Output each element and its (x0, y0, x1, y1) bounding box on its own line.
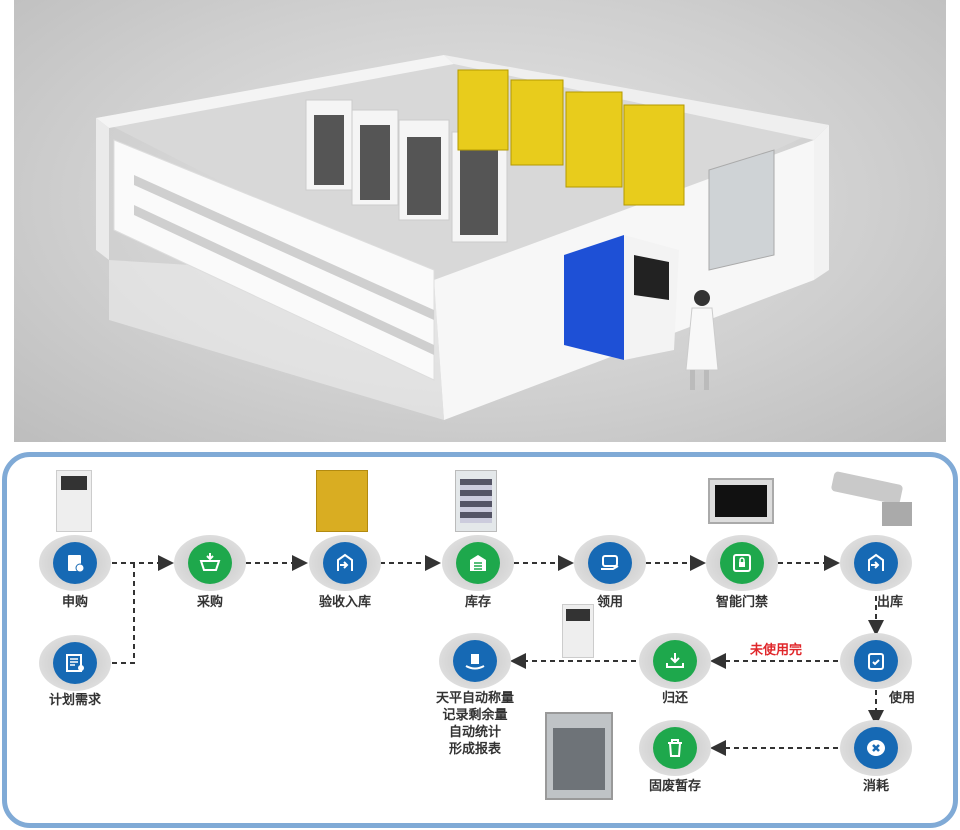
white-shelves (113, 139, 435, 381)
label-access-control: 智能门禁 (715, 595, 769, 610)
close-circle-icon (867, 740, 885, 756)
clipboard-check-icon (68, 555, 85, 573)
lab-3d-render (14, 0, 946, 442)
node-balance (439, 633, 511, 689)
node-inspect-store (309, 535, 381, 591)
trash-icon (668, 739, 682, 757)
label-outbound: 出库 (876, 595, 904, 610)
label-inspect-store: 验收入库 (318, 595, 372, 610)
balance-line-1: 天平自动称量 (435, 691, 515, 706)
camera-image (830, 470, 920, 528)
kiosk-image-2 (562, 604, 594, 658)
balance-line-2: 记录剩余量 (442, 708, 508, 723)
label-inventory: 库存 (464, 595, 492, 610)
node-return (639, 633, 711, 689)
node-use (840, 633, 912, 689)
kiosk (564, 235, 679, 360)
label-receive: 领用 (596, 595, 624, 610)
label-balance: 天平自动称量 记录剩余量 自动统计 形成报表 (436, 690, 514, 758)
label-consume: 消耗 (862, 779, 890, 794)
node-receive (574, 535, 646, 591)
kiosk-image (56, 470, 92, 532)
person (685, 290, 719, 390)
download-tray-icon (666, 653, 684, 668)
yellow-cabinets (457, 69, 685, 206)
basket-icon (199, 553, 221, 571)
label-apply: 申购 (61, 595, 89, 610)
hand-receive-icon (601, 555, 619, 570)
white-cabinet-image (455, 470, 497, 532)
node-solid-waste (639, 720, 711, 776)
lock-door-icon (733, 554, 751, 572)
label-return: 归还 (661, 691, 689, 706)
node-outbound (840, 535, 912, 591)
label-solid-waste: 固废暂存 (648, 779, 702, 794)
storage-icon (470, 555, 486, 571)
node-consume (840, 720, 912, 776)
label-use: 使用 (888, 691, 916, 706)
balance-line-4: 形成报表 (448, 742, 502, 757)
balance-line-3: 自动统计 (448, 725, 502, 740)
door (708, 149, 775, 271)
fume-hood-image (545, 712, 613, 800)
node-apply (39, 535, 111, 591)
node-inventory (442, 535, 514, 591)
edge-label-unused: 未使用完 (749, 643, 803, 658)
node-plan-demand (39, 635, 111, 691)
label-purchase: 采购 (196, 595, 224, 610)
clipboard-check-icon (868, 653, 884, 670)
yellow-cabinet-image (316, 470, 368, 532)
node-purchase (174, 535, 246, 591)
warehouse-out-icon (868, 553, 884, 571)
label-plan-demand: 计划需求 (48, 693, 102, 708)
warehouse-in-icon (337, 553, 353, 571)
access-panel-image (708, 478, 774, 524)
document-user-icon (66, 654, 84, 672)
node-access-control (706, 535, 778, 591)
lab-room-illustration (96, 55, 829, 420)
scale-weight-icon (465, 654, 485, 670)
